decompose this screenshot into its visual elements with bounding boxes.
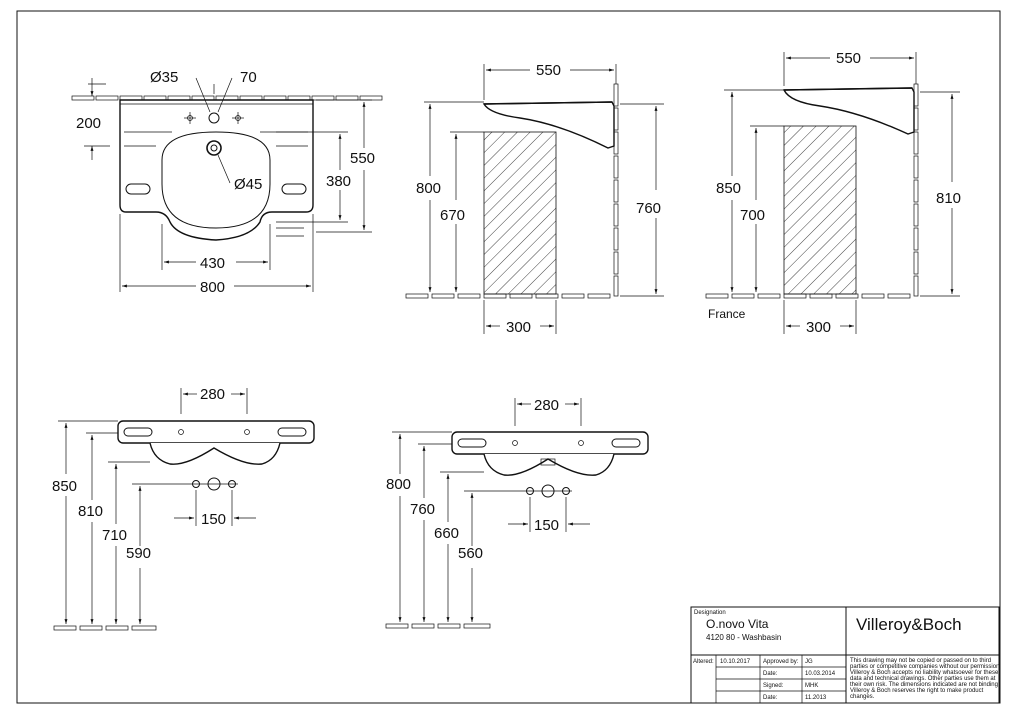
floor-line [53,625,157,631]
floor-line [405,293,611,299]
signed-label: Signed: [763,683,784,689]
basin-outline [119,99,314,241]
basin-rear-outline [451,431,649,455]
dim-trap-spacing: 150 [201,511,226,528]
dim-depth: 550 [350,150,375,167]
knee-space-hatch [483,131,557,295]
dim-h3: 660 [434,525,459,542]
dim-rim-height: 810 [936,190,961,207]
dim-waste-diameter: Ø45 [234,176,262,193]
disclaimer-line: This drawing may not be copied or passed… [850,658,991,664]
left-handle-slot [125,183,151,195]
disclaimer-line: changes. [850,694,875,700]
date-label-1: Date: [763,671,778,677]
left-handle-slot [123,427,153,437]
approved-label: Approved by: [763,659,799,665]
fixing-hole-icon [512,440,518,446]
dim-h1: 850 [52,478,77,495]
product-name: O.novo Vita [706,617,769,631]
dim-edge-height: 200 [76,115,101,132]
floor-line [705,293,911,299]
rear-view-left: 280 150 850 810 710 590 [52,386,315,631]
altered-label: Altered: [693,659,714,665]
signed-value: MHK [805,683,818,689]
fixing-hole-icon [244,429,250,435]
fixing-hole-icon [178,429,184,435]
rear-view-right: 280 150 800 760 660 560 [385,397,649,629]
sheet-border [16,10,1001,704]
waste-outlet-icon [206,140,222,156]
dim-bowl-width: 430 [200,255,225,272]
dim-depth: 550 [536,62,561,79]
dim-width: 800 [200,279,225,296]
france-label: France [708,307,746,321]
basin-profile [482,101,615,149]
dim-h4: 560 [458,545,483,562]
right-handle-slot [281,183,307,195]
disclaimer-line: data and technical drawings. Other parti… [850,676,996,682]
front-view: Ø35 70 Ø45 200 550 380 430 800 [71,69,383,296]
date-value-1: 10.03.2014 [805,671,836,677]
left-handle-slot [457,438,487,448]
fixing-hole-icon [578,440,584,446]
dim-hole-offset: 70 [240,69,257,86]
basin-rear-outline [117,420,315,444]
disclaimer-line: their own risk. The dimensions indicated… [850,682,1000,688]
dim-depth: 550 [836,50,861,67]
dim-hole-spacing: 280 [200,386,225,403]
disclaimer-line: parties or competitive companies without… [850,664,1001,670]
dim-hole-spacing: 280 [534,397,559,414]
right-handle-slot [611,438,641,448]
title-block: Designation O.novo Vita 4120 80 - Washba… [690,606,1001,704]
dim-height: 800 [416,180,441,197]
dim-hole-diameter: Ø35 [150,69,178,86]
disclaimer-line: Villeroy & Boch accepts no liability wha… [850,670,999,676]
side-view-standard: 550 800 670 760 300 [405,62,664,336]
right-handle-slot [277,427,307,437]
dim-height: 850 [716,180,741,197]
dim-h2: 810 [78,503,103,520]
product-code: 4120 80 - Washbasin [706,633,781,642]
dim-clearance: 300 [506,319,531,336]
dim-h3: 710 [102,527,127,544]
altered-date: 10.10.2017 [720,659,751,665]
dim-trap-spacing: 150 [534,517,559,534]
floor-line [385,623,491,629]
dim-h2: 760 [410,501,435,518]
disclaimer-line: Villeroy & Boch reserves the right to ma… [850,688,984,694]
side-view-france: 550 850 700 810 300 France [705,50,961,336]
dim-rim-height: 760 [636,200,661,217]
bowl-outline [161,131,271,229]
dim-knee-height: 700 [740,207,765,224]
approved-value: JG [805,659,813,665]
knee-space-hatch [783,125,857,295]
brand-logo-text: Villeroy&Boch [856,615,962,634]
basin-profile [782,87,915,135]
trap-holes-icon [524,484,572,498]
tap-hole-icon [208,112,220,124]
tap-marker-icon [184,112,244,124]
dim-h1: 800 [386,476,411,493]
designation-label: Designation [694,610,726,616]
date-label-2: Date: [763,695,778,701]
date-value-2: 11.2013 [805,695,827,701]
dim-h4: 590 [126,545,151,562]
dim-clearance: 300 [806,319,831,336]
dim-bowl-depth: 380 [326,173,351,190]
trap-holes-icon [190,477,238,491]
dim-knee-height: 670 [440,207,465,224]
